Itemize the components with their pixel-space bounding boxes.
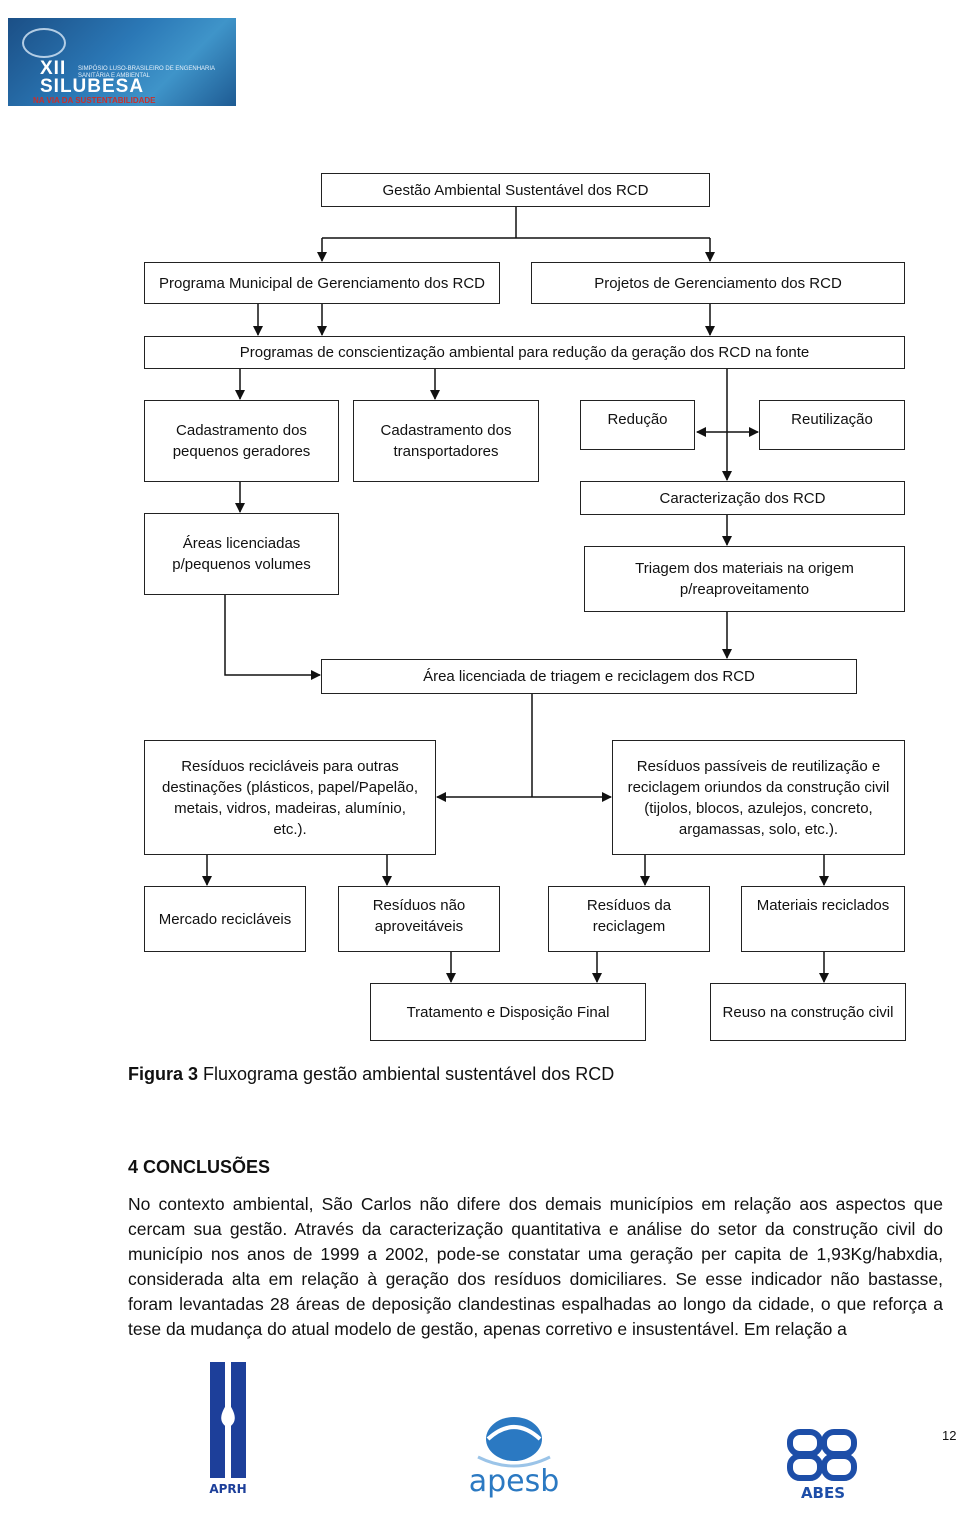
flowchart: Gestão Ambiental Sustentável dos RCD Pro… [144, 173, 906, 1041]
transporters-line: transportadores [393, 443, 499, 460]
abes-logo: ABES [786, 1428, 860, 1502]
apesb-logo: apesb [448, 1405, 580, 1505]
recyclables-line: destinações (plásticos, papel/Papelão, [162, 778, 418, 796]
projects-box: Projetos de Gerenciamento dos RCD [531, 262, 905, 304]
small-generators-box: Cadastramento dos pequenos geradores [144, 400, 339, 482]
treatment-box: Tratamento e Disposição Final [370, 983, 646, 1041]
recycling-residues-box: Resíduos da reciclagem [548, 886, 710, 952]
sorting-origin-line: Triagem dos materiais na origem [635, 560, 854, 577]
logo-title: XII SILUBESA [40, 58, 145, 97]
licensed-small-line: p/pequenos volumes [172, 556, 311, 573]
caption-text: Fluxograma gestão ambiental sustentável … [198, 1064, 615, 1084]
non-usable-box: Resíduos não aproveitáveis [338, 886, 500, 952]
awareness-box: Programas de conscientização ambiental p… [144, 336, 905, 369]
logo-tagline: NA VIA DA SUSTENTABILIDADE [33, 96, 156, 105]
transporters-box: Cadastramento dos transportadores [353, 400, 539, 482]
licensed-sorting-box: Área licenciada de triagem e reciclagem … [321, 659, 857, 694]
recyclables-box: Resíduos recicláveis para outras destina… [144, 740, 436, 855]
reuse-box: Reutilização [759, 400, 905, 450]
reusable-line: Resíduos passíveis de reutilização e [636, 757, 881, 775]
section-paragraph: No contexto ambiental, São Carlos não di… [128, 1194, 943, 1339]
reusable-box: Resíduos passíveis de reutilização e rec… [612, 740, 905, 855]
recyclables-line: metais, vidros, madeiras, alumínio, [174, 799, 406, 817]
small-generators-line: pequenos geradores [172, 443, 311, 460]
logo-line1: XII [40, 58, 67, 79]
recyclables-line: Resíduos recicláveis para outras [181, 757, 399, 775]
licensed-small-box: Áreas licenciadas p/pequenos volumes [144, 513, 339, 595]
licensed-small-line: Áreas licenciadas [182, 535, 301, 552]
transporters-line: Cadastramento dos [380, 422, 512, 439]
recycling-residues-line: reciclagem [592, 918, 666, 935]
recyclables-line: etc.). [273, 820, 307, 838]
non-usable-line: Resíduos não [372, 897, 466, 914]
characterization-box: Caracterização dos RCD [580, 481, 905, 515]
reusable-line: reciclagem oriundos da construção civil [627, 778, 890, 796]
non-usable-line: aproveitáveis [374, 918, 464, 935]
silubesa-logo: XII SILUBESA SIMPÓSIO LUSO-BRASILEIRO DE… [8, 18, 236, 106]
small-generators-line: Cadastramento dos [176, 422, 307, 439]
aprh-logo-text: APRH [209, 1482, 246, 1496]
section-title: 4 CONCLUSÕES [128, 1157, 271, 1177]
recycled-materials-box: Materiais reciclados [741, 886, 905, 952]
swirl-icon [22, 28, 66, 58]
market-box: Mercado recicláveis [144, 886, 306, 952]
sorting-origin-line: p/reaproveitamento [679, 581, 810, 598]
municipal-program-box: Programa Municipal de Gerenciamento dos … [144, 262, 500, 304]
reusable-line: (tijolos, blocos, azulejos, concreto, [644, 799, 873, 817]
page-number: 12 [942, 1428, 957, 1443]
aprh-logo: APRH [208, 1362, 248, 1496]
root-box: Gestão Ambiental Sustentável dos RCD [321, 173, 710, 207]
recycling-residues-line: Resíduos da [586, 897, 672, 914]
figure-caption: Figura 3 Fluxograma gestão ambiental sus… [128, 1064, 614, 1085]
sorting-origin-box: Triagem dos materiais na origem p/reapro… [584, 546, 905, 612]
logo-line2: SILUBESA [40, 76, 145, 97]
reuse-construction-box: Reuso na construção civil [710, 983, 906, 1041]
reusable-line: argamassas, solo, etc.). [678, 820, 839, 838]
caption-label: Figura 3 [128, 1064, 199, 1084]
flowchart-connectors [202, 207, 829, 983]
reduction-box: Redução [580, 400, 695, 450]
logo-subtitle: SIMPÓSIO LUSO-BRASILEIRO DE ENGENHARIA S… [78, 66, 215, 79]
abes-logo-text: ABES [801, 1484, 845, 1500]
apesb-logo-text: apesb [469, 1464, 560, 1499]
